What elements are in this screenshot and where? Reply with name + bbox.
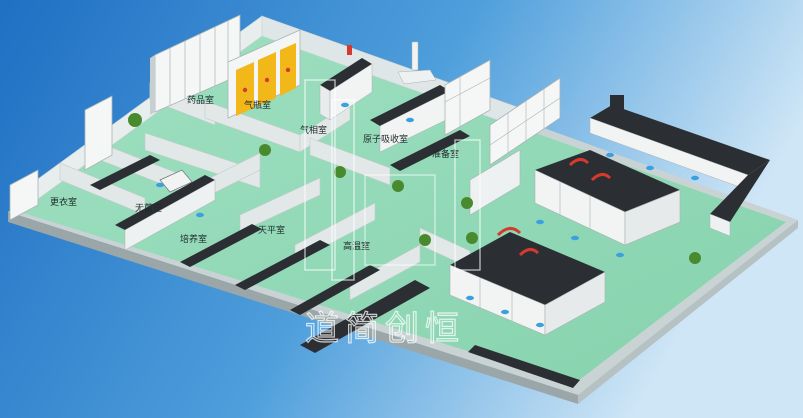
central-shelving [469, 77, 561, 216]
room-label-sterile: 无菌室 [135, 202, 162, 214]
wall-bench-right [589, 95, 770, 237]
room-label-gas: 气瓶室 [244, 99, 271, 111]
watermark-text: 道简创恒 [305, 309, 465, 349]
room-label-balance: 天平室 [258, 224, 285, 236]
room-label-culture: 培养室 [180, 233, 207, 245]
room-label-atomic-absorption: 原子吸收室 [363, 133, 408, 145]
room-label-high-temp: 高温室 [343, 240, 370, 252]
plants [128, 113, 701, 264]
room-label-changing: 更衣室 [50, 196, 77, 208]
left-benches [9, 95, 216, 251]
room-label-prep: 准备室 [432, 148, 459, 160]
room-labels: 药品室 气瓶室 气相室 原子吸收室 准备室 更衣室 无菌室 培养室 天平室 高温… [50, 94, 459, 252]
gas-cylinder-cabinets [227, 29, 301, 119]
island-bench-upper [534, 150, 681, 246]
room-label-gas-phase: 气相室 [300, 124, 327, 136]
medicine-cabinets [150, 14, 241, 115]
stools [156, 102, 699, 328]
watermark-logo: 道简创恒 [304, 79, 481, 350]
room-label-medicine: 药品室 [187, 94, 214, 106]
island-bench-lower [449, 227, 606, 336]
front-benches [180, 224, 580, 388]
gas-phase-bench [319, 45, 373, 121]
prep-room-shelving [390, 59, 491, 171]
